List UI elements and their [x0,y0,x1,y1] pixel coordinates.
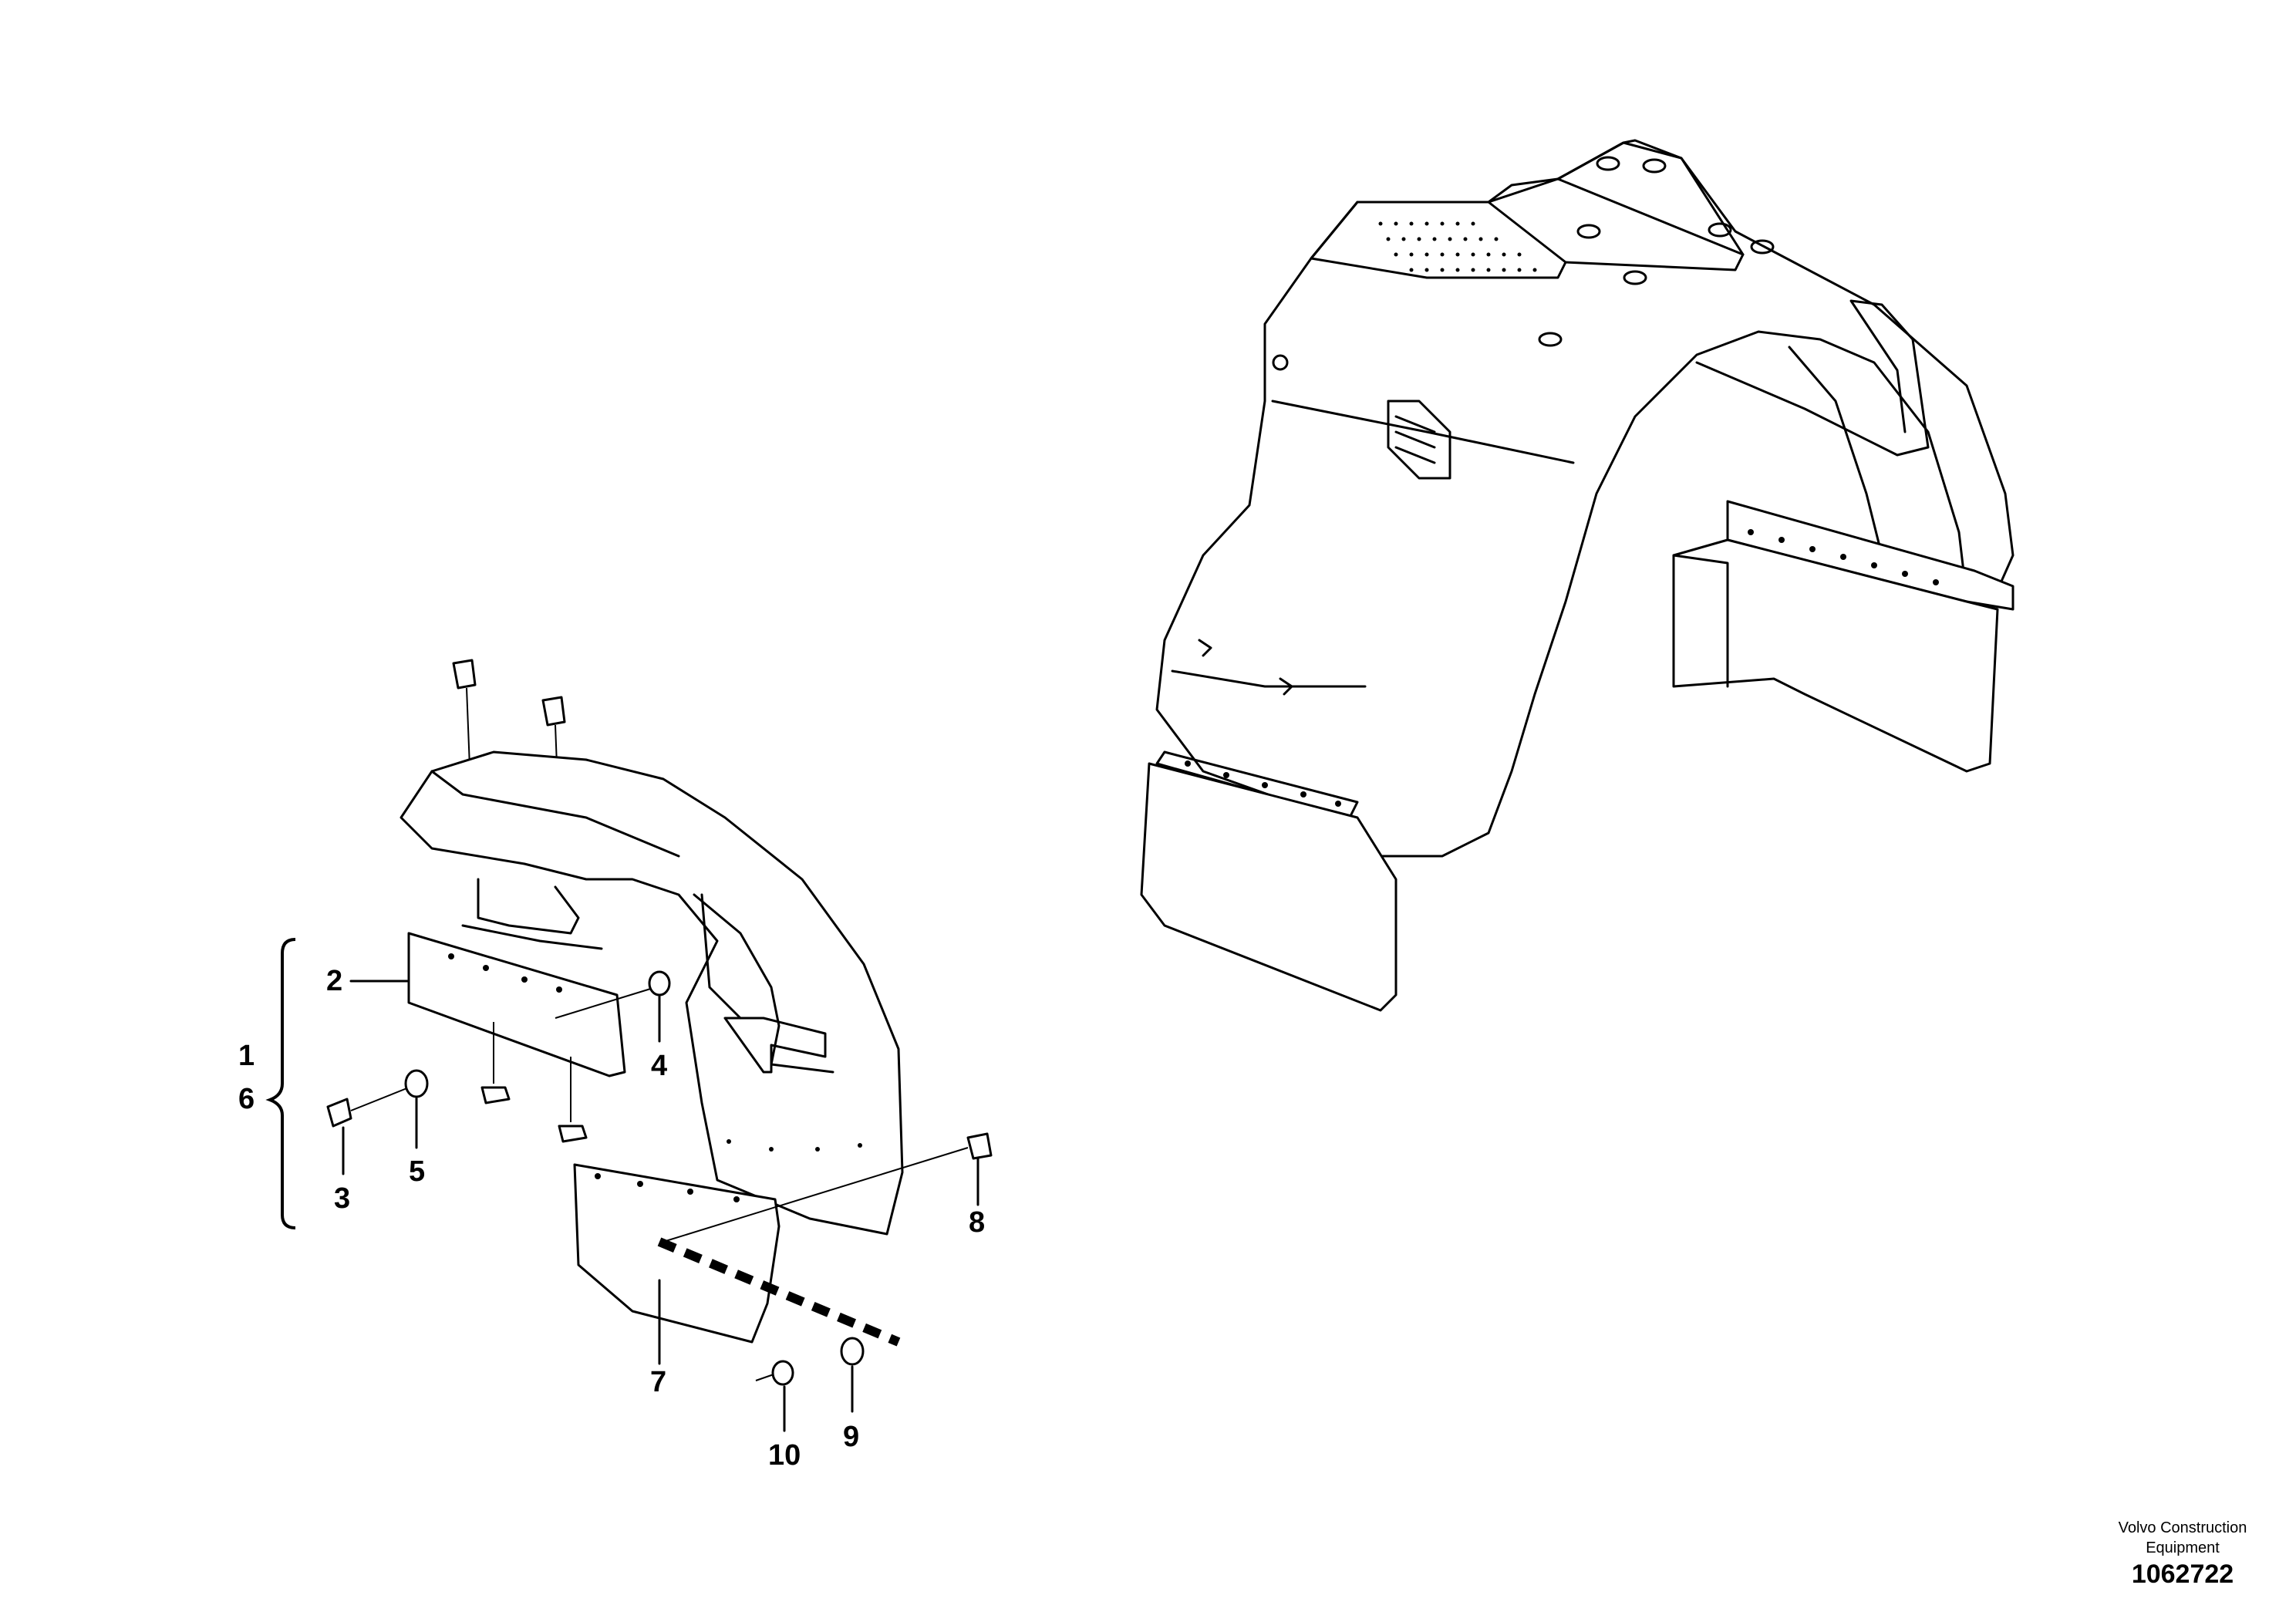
callout-1: 1 [238,1040,255,1072]
callout-3: 3 [334,1182,351,1215]
nut-a [480,1086,511,1104]
step-bracket [1387,400,1451,480]
callout-7: 7 [650,1366,667,1398]
part-7-mudflap [573,1163,781,1344]
rear-support-tube [1695,299,1930,457]
assembly-axis [657,1237,901,1347]
part-9-washer [840,1337,865,1366]
drawing-number: 1062722 [2131,1560,2234,1589]
company-line-2: Equipment [2146,1539,2220,1556]
group-brace [265,938,296,1229]
front-mudflap [1140,762,1397,1012]
part-8-bolt [966,1132,993,1160]
callout-2: 2 [326,965,343,997]
exploded-fender-illustration [326,659,993,1386]
company-name: Volvo Construction Equipment [2082,1518,2283,1558]
top-bolt-1 [452,659,477,787]
callout-6: 6 [238,1083,255,1115]
part-3-bolt [326,1098,352,1128]
assembled-fender-illustration [1140,139,2014,1012]
part-5-washer [404,1069,429,1098]
fender-shell [400,750,904,1236]
fender-body [1155,139,2014,858]
leader-lines [342,980,979,1432]
mount-bracket [477,878,580,935]
part-4-nut [648,970,671,996]
callout-9: 9 [843,1421,860,1453]
rear-mudflap [1672,538,1999,773]
inner-support [723,1017,827,1074]
nut-b [558,1125,588,1143]
step-plate-grid [1378,221,1537,272]
company-line-1: Volvo Construction [2118,1519,2247,1536]
callout-10: 10 [768,1439,801,1472]
callout-4: 4 [651,1050,668,1082]
callout-5: 5 [409,1155,426,1188]
callout-8: 8 [969,1206,986,1239]
part-10-nut [771,1360,794,1386]
part-2-plate [407,932,626,1077]
